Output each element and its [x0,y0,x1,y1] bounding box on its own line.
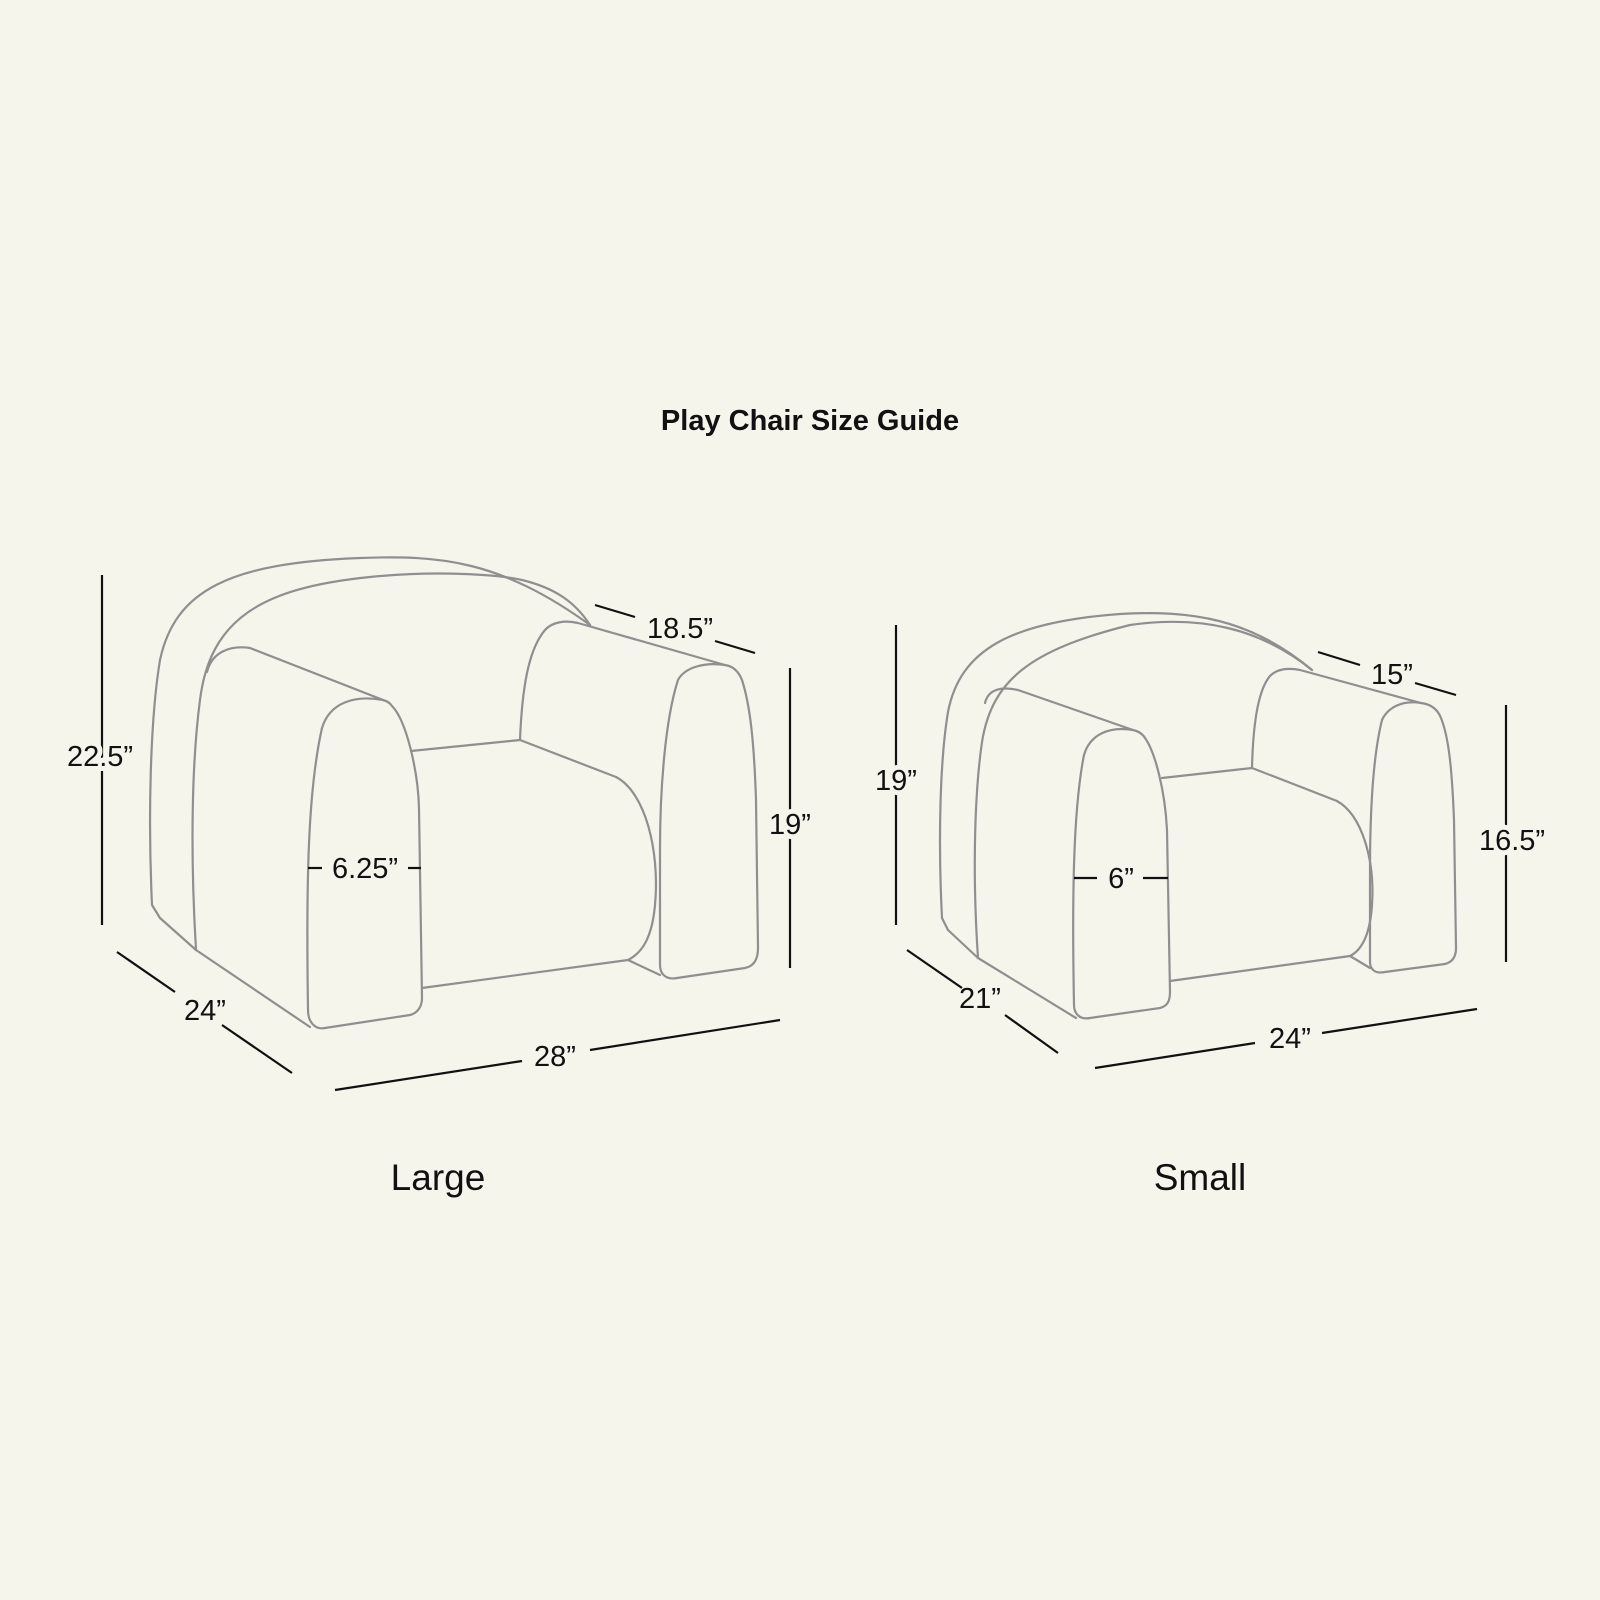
large-depth-dimension: 24” [116,951,293,1074]
small-width-line-a [1094,1041,1256,1070]
large-arm-height-label: 19” [769,809,811,841]
large-back-inner [191,572,592,952]
large-width-line-a [334,1059,523,1092]
large-back-depth-line-a [594,603,636,619]
small-height-label: 19” [875,765,917,797]
small-back-depth-line-a [1317,650,1361,667]
small-left-arm-base [976,956,1078,1020]
large-back-base [158,916,198,952]
small-seat-front [1168,799,1374,983]
small-back-outer [938,612,1314,932]
large-arm-width-label: 6.25” [332,853,398,885]
large-seat-top [409,738,618,779]
small-arm-height-label: 16.5” [1479,825,1545,857]
large-height-label: 22.5” [67,741,133,773]
large-chair-outline [148,556,760,1030]
small-back-base [946,928,980,960]
large-chair-label: Large [391,1157,486,1198]
large-seat-front [420,775,658,990]
large-width-line-b [589,1018,781,1052]
small-arm-width-label: 6” [1108,863,1134,895]
large-depth-line-b [221,1024,293,1074]
large-depth-line-a [116,951,176,993]
large-right-arm-top [518,620,727,742]
large-arm-height-dimension: 19” [764,668,816,968]
small-arm-width-dimension: 6” [1074,863,1168,895]
small-left-arm-top [983,687,1135,732]
large-chair: 22.5” 19” 18.5” 24” 28” 6.25” [62,556,816,1198]
large-left-arm-front [306,697,424,1030]
small-back-depth-line-b [1414,681,1457,697]
small-back-inner [973,620,1314,960]
small-depth-dimension: 21” [906,949,1059,1054]
small-chair-label: Small [1154,1157,1247,1198]
large-depth-label: 24” [184,995,226,1027]
small-width-label: 24” [1269,1023,1311,1055]
large-back-depth-dimension: 18.5” [594,603,756,655]
small-depth-line-b [1004,1014,1059,1054]
large-right-arm-front [658,663,760,980]
small-back-depth-label: 15” [1371,659,1413,691]
large-right-arm-base [626,958,662,977]
large-arm-width-dimension: 6.25” [308,853,421,885]
small-right-arm-front [1368,701,1458,974]
small-right-arm-top [1250,667,1423,770]
small-width-dimension: 24” [1094,1007,1478,1070]
small-chair-outline [938,612,1458,1020]
small-arm-height-dimension: 16.5” [1474,705,1550,962]
large-back-depth-line-b [714,639,756,655]
page-title: Play Chair Size Guide [661,405,959,437]
large-left-arm-top [205,646,385,702]
small-seat-top [1160,766,1339,803]
large-height-dimension: 22.5” [62,575,138,925]
small-height-dimension: 19” [870,625,922,925]
large-back-depth-label: 18.5” [647,613,713,645]
large-width-label: 28” [534,1041,576,1073]
small-back-depth-dimension: 15” [1317,650,1457,697]
small-depth-line-a [906,949,963,989]
large-width-dimension: 28” [334,1018,781,1092]
large-left-arm-base [194,948,312,1029]
small-depth-label: 21” [959,983,1001,1015]
small-right-arm-base [1348,954,1372,970]
large-back-outer [148,556,592,920]
small-left-arm-front [1072,728,1172,1020]
small-width-line-b [1321,1007,1478,1035]
small-chair: 19” 16.5” 15” 21” 24” 6” [870,612,1550,1198]
